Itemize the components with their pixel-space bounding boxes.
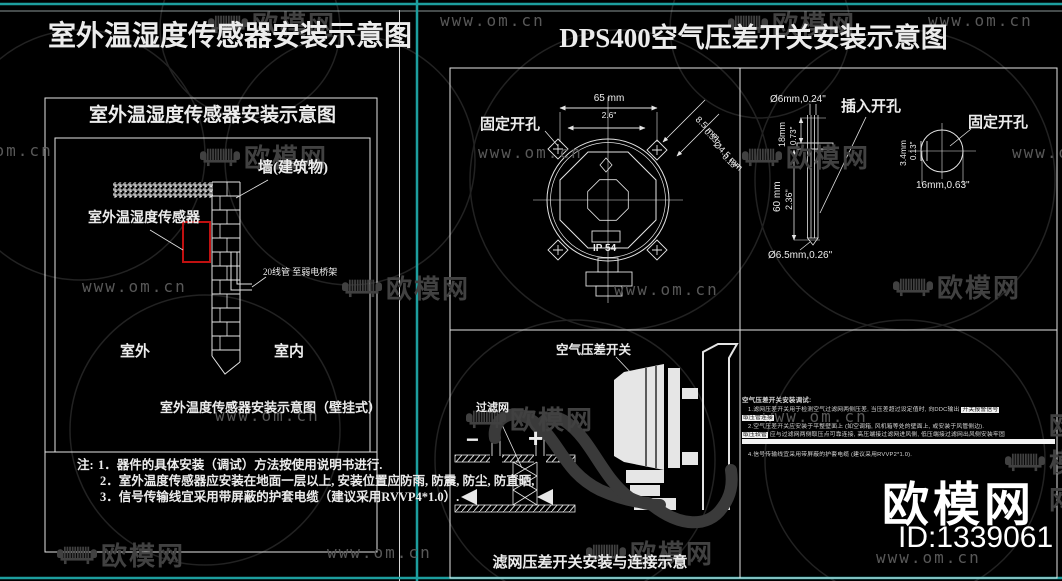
watermark-url: www.om.cn [876,548,981,567]
watermark-url: www.om.cn [1012,143,1062,162]
plus-sign: + [528,423,544,453]
watermark-logo: 欧模网 [199,138,328,175]
site-id: ID:1339061 [898,521,1054,554]
sofa-icon [199,146,241,167]
flange-dim-mm: 18mm [777,121,787,147]
instructions-title: 空气压差开关安装调试: [742,397,812,404]
front-width-in: 2.6" [601,110,617,120]
hole-depth-mm: 3.4mm [898,140,908,166]
watermark-logo: 欧模网 [56,536,185,573]
watermark-url: www.om.cn [82,277,187,296]
left-inner-title: 室外温湿度传感器安装示意图 [88,105,336,126]
watermark-logo: 欧模网 [207,5,336,42]
watermark-url: www.om.cn [478,143,583,162]
watermark-url: www.om.cn [0,141,53,160]
instructions-line-1: 1.滤网压差开关用于检测空气过滤网两侧压差, 当压差超过设定值时, 向DDC输出… [748,404,1000,413]
left-caption: 室外温度传感器安装示意图（壁挂式） [160,400,382,415]
sofa-icon [741,146,783,167]
outdoor-label: 室外 [120,344,151,360]
watermark-logo: 欧模网 [892,268,1021,305]
left-panel-title: 室外温湿度传感器安装示意图 [47,21,412,52]
switch-label: 空气压差开关 [556,343,632,357]
note-line-1: 1．器件的具体安装（调试）方法按使用说明书进行. [98,458,383,472]
instr-2-text: 2.空气压差开关应安装于平整壁面上 (如空调箱, 风机箱等处的壁面上, 或安装于… [748,424,985,430]
instr-1-text: 1.滤网压差开关用于检测空气过滤网两侧压差, 当压差超过设定值时, 向DDC输出 [748,407,960,413]
instr-2b-highlight: 取压软管 [742,432,768,438]
install-caption: 滤网压差开关安装与连接示意 [492,555,688,571]
flange-dim-in: 0.73" [789,126,798,145]
watermark-logo: 欧模网 [465,400,594,437]
watermark-url: www.om.cn [614,280,719,299]
filter-label: 过滤网 [476,402,509,414]
watermark-logo: 欧模网 [741,138,870,175]
side-fix-hole-label: 固定开孔 [968,115,1029,131]
site-logo: 欧模网 [882,478,1035,531]
instr-1b-highlight: 取压管连接 [742,415,774,421]
sofa-icon [892,276,934,297]
watermark-url: www.om.cn [928,11,1033,30]
watermark-logo: 欧模网 [585,534,714,571]
watermark-url: www.om.cn [763,407,868,426]
note-line-2: 2．室外温度传感器应安装在地面一层以上, 安装位置应防雨, 防震, 防尘, 防直… [100,474,535,488]
watermark-logo: 欧模网 [727,5,856,42]
sofa-icon [56,544,98,565]
notes-prefix: 注: [77,458,94,472]
instr-2b-text: 应与过滤网两侧取压点可靠连接, 高压端接过滤网进风侧, 低压端接过滤网出风侧安装… [769,432,1005,438]
front-fix-hole-label: 固定开孔 [480,117,541,133]
probe-dia-dim: Ø6.5mm,0.26" [768,250,833,261]
instructions-line-2: 2.空气压差开关应安装于平整壁面上 (如空调箱, 风机箱等处的壁面上, 或安装于… [748,421,984,430]
insert-hole-label: 插入开孔 [841,99,902,115]
watermark-logo: 欧模网 [1004,406,1062,517]
side-top-dim: Ø6mm,0.24" [770,94,826,105]
instructions-highlight-bar [742,439,1055,444]
probe-dim-mm: 60 mm [772,181,783,212]
front-width-mm: 65 mm [593,93,625,104]
watermark-url: www.om.cn [327,543,432,562]
right-panel-title: DPS400空气压差开关安装示意图 [559,23,948,53]
instr-4-text: 4.信号传输线宜采用带屏蔽的护套电缆 (建议采用RVVP2*1.0). [748,452,913,458]
instr-1-highlight: 开关报警信号 [961,407,1000,413]
sofa-icon [341,277,383,298]
watermark-url: www.om.cn [215,406,320,425]
instructions-line-2b: 取压软管 应与过滤网两侧取压点可靠连接, 高压端接过滤网进风侧, 低压端接过滤网… [742,429,1005,438]
indoor-label: 室内 [274,344,305,360]
watermark-url: www.om.cn [440,11,545,30]
wall-label: 墙(建筑物) [258,160,328,176]
sensor-label: 室外温湿度传感器 [88,211,200,226]
note-line-3: 3．信号传输线宜采用带屏蔽的护套电缆（建议采用RVVP4*1.0）. [100,490,460,504]
conduit-label: 20线管 至弱电桥架 [263,267,338,277]
watermark-logo: 欧模网 [341,269,470,306]
instructions-line-4: 4.信号传输线宜采用带屏蔽的护套电缆 (建议采用RVVP2*1.0). [748,449,912,458]
hole-dia-dim: 16mm,0.63" [916,180,970,191]
ip-rating-label: IP 54 [593,243,617,254]
hole-depth-in: 0.13" [909,141,918,160]
probe-dim-in: 2.36" [784,189,794,210]
instructions-line-1b: 取压管连接 [742,412,774,421]
minus-sign: − [466,427,479,452]
